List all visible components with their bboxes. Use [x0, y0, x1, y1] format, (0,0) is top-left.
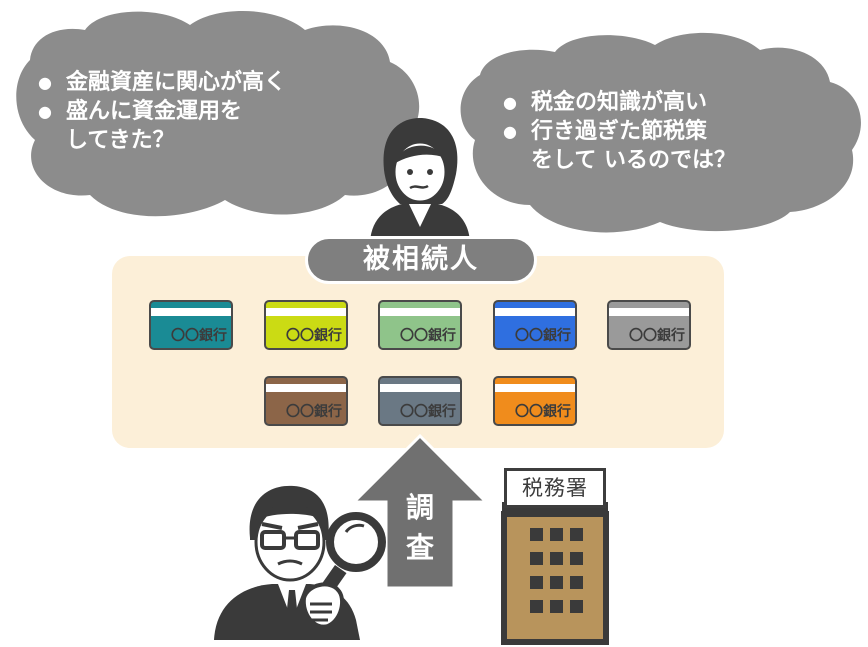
bank-card-label: 〇〇銀行: [286, 328, 342, 344]
deceased-label: 被相続人: [305, 236, 537, 284]
bank-card: 〇〇銀行: [378, 300, 462, 350]
left-bubble-text: ●金融資産に関心が高く ●盛んに資金運用を してきた？: [38, 70, 287, 153]
bank-card: 〇〇銀行: [264, 300, 348, 350]
deceased-person-icon: [370, 117, 470, 242]
left-bubble-line-1: 金融資産に関心が高く: [66, 70, 287, 95]
right-bubble-line-3: をして いるのでは？: [531, 148, 736, 173]
left-bubble-line-2: 盛んに資金運用を: [66, 99, 243, 124]
investigation-label-text: 調査: [405, 491, 434, 564]
tax-office-sign: 税務署: [504, 468, 606, 508]
bank-card-label: 〇〇銀行: [515, 404, 571, 420]
bank-card-label: 〇〇銀行: [400, 404, 456, 420]
bank-card-label: 〇〇銀行: [400, 328, 456, 344]
bank-card: 〇〇銀行: [493, 300, 577, 350]
investigation-label: 調査: [402, 488, 438, 568]
left-bubble-line-3: してきた？: [66, 128, 175, 153]
bank-card: 〇〇銀行: [493, 376, 577, 426]
investigator-icon: [214, 485, 386, 640]
bank-card-label: 〇〇銀行: [171, 328, 227, 344]
right-bubble-line-2: 行き過ぎた節税策: [531, 119, 708, 144]
bank-card-label: 〇〇銀行: [286, 404, 342, 420]
bank-card: 〇〇銀行: [264, 376, 348, 426]
bank-card: 〇〇銀行: [378, 376, 462, 426]
bank-card: 〇〇銀行: [607, 300, 691, 350]
tax-office-building-icon: [501, 502, 609, 645]
bank-card-label: 〇〇銀行: [515, 328, 571, 344]
right-bubble-line-1: 税金の知識が高い: [531, 90, 708, 115]
investigation-arrow: [350, 433, 490, 590]
bank-card-label: 〇〇銀行: [629, 328, 685, 344]
bank-card: 〇〇銀行: [149, 300, 233, 350]
right-bubble-text: ●税金の知識が高い ●行き過ぎた節税策 をして いるのでは？: [503, 90, 736, 173]
